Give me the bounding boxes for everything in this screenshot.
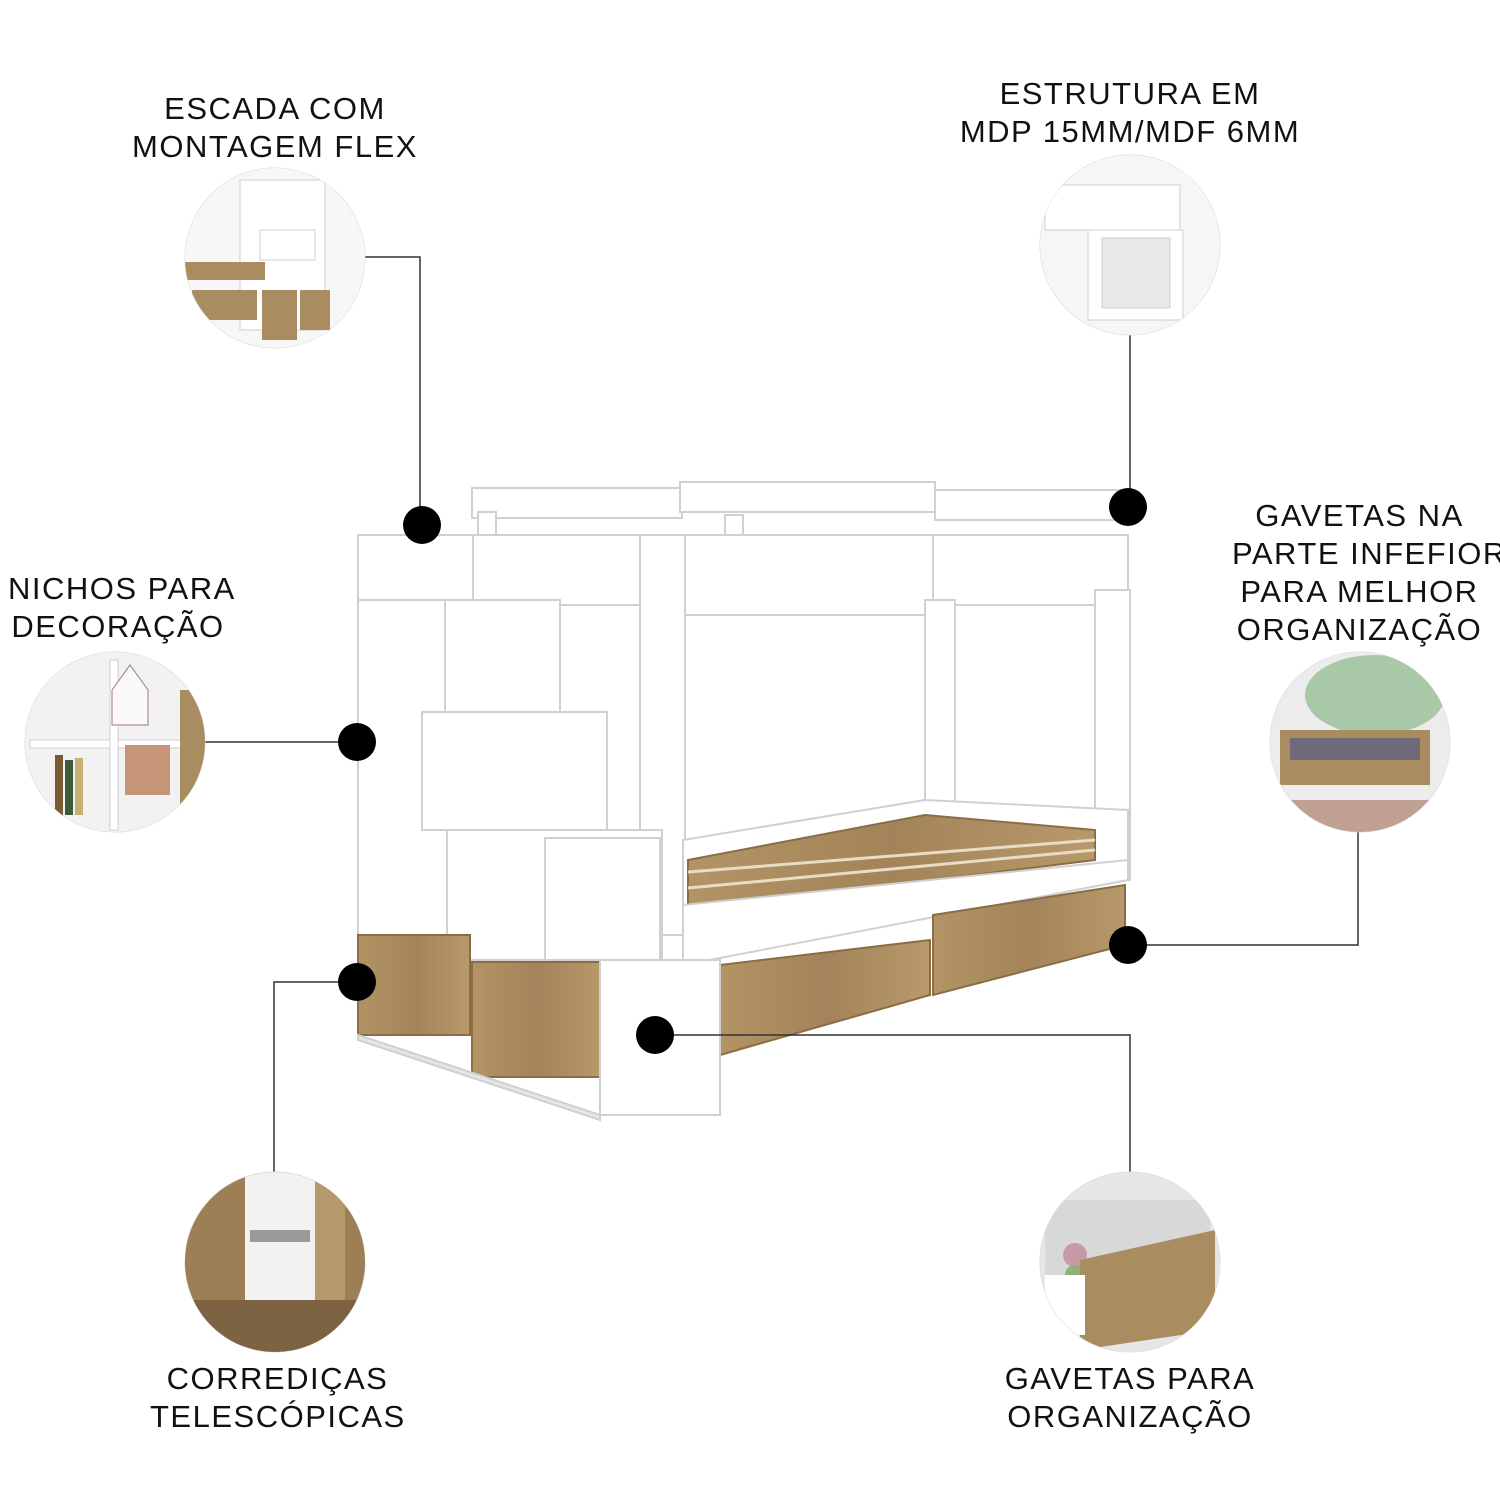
stair-drawer-2 xyxy=(471,961,603,1078)
callout-line: ESTRUTURA EM xyxy=(999,76,1261,111)
callout-label-corredicas: CORREDIÇAS TELESCÓPICAS xyxy=(150,1360,405,1436)
callout-line: TELESCÓPICAS xyxy=(150,1399,406,1434)
step-3-face xyxy=(544,837,661,961)
callout-line: MDP 15MM/MDF 6MM xyxy=(959,114,1301,149)
leader-lines xyxy=(205,256,1359,1172)
callout-label-escada: ESCADA COM MONTAGEM FLEX xyxy=(130,90,420,166)
callout-line: ESCADA COM xyxy=(164,91,386,126)
step-1 xyxy=(444,599,561,716)
bunk-bed xyxy=(357,481,1131,1122)
callout-dot xyxy=(403,506,441,544)
step-2 xyxy=(421,711,608,831)
callout-dot xyxy=(636,1016,674,1054)
top-rail-right xyxy=(934,489,1131,521)
callout-dot xyxy=(1109,488,1147,526)
callout-dot xyxy=(1109,926,1147,964)
detail-escada xyxy=(184,167,366,349)
callout-line: NICHOS PARA xyxy=(8,571,236,606)
callout-dot xyxy=(338,723,376,761)
detail-gavetas-org xyxy=(1039,1171,1221,1353)
detail-nichos xyxy=(24,651,206,833)
front-rail xyxy=(682,858,1129,967)
detail-estrutura xyxy=(1039,154,1221,336)
detail-corredicas xyxy=(184,1171,366,1353)
callout-line: DECORAÇÃO xyxy=(11,609,225,644)
top-rail-left xyxy=(471,487,683,519)
callout-line: MONTAGEM FLEX xyxy=(132,129,418,164)
callout-line: CORREDIÇAS xyxy=(166,1361,389,1396)
stair-drawer-1 xyxy=(357,934,471,1036)
drawer-under-1 xyxy=(719,938,931,1057)
rail-post xyxy=(724,514,744,536)
callout-label-estrutura: ESTRUTURA EM MDP 15MM/MDF 6MM xyxy=(950,75,1310,151)
upper-frame-mid xyxy=(682,534,934,616)
callout-line: ORGANIZAÇÃO xyxy=(1007,1399,1253,1434)
callout-line: GAVETAS NA xyxy=(1255,498,1464,533)
post-back xyxy=(924,599,956,811)
callout-line: ORGANIZAÇÃO xyxy=(1236,612,1483,647)
callout-label-gavetas-org: GAVETAS PARA ORGANIZAÇÃO xyxy=(1000,1360,1260,1436)
top-rail-mid xyxy=(679,481,936,513)
callout-label-gavetas-inferior: GAVETAS NA PARTE INFEFIOR PARA MELHOR OR… xyxy=(1232,497,1500,649)
callout-line: GAVETAS PARA xyxy=(1004,1361,1256,1396)
detail-gavetas-inferior xyxy=(1269,651,1451,833)
callout-line: PARA MELHOR xyxy=(1240,574,1479,609)
callout-label-nichos: NICHOS PARA DECORAÇÃO xyxy=(8,570,236,646)
stair-top xyxy=(357,534,474,606)
callout-dot xyxy=(338,963,376,1001)
callout-line: PARTE INFEFIOR xyxy=(1232,536,1500,571)
slats xyxy=(687,813,1096,912)
